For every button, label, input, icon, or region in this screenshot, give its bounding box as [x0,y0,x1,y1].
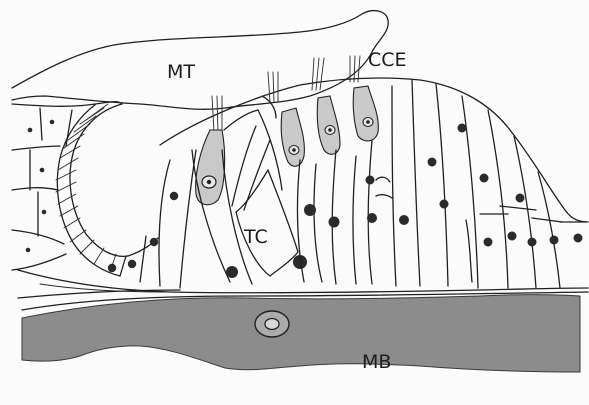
inner-sulcus-cells [12,102,122,270]
basilar-membrane [22,295,580,373]
inner-sulcus [56,104,158,276]
tunnel-of-corti [236,170,298,276]
membrane-cell-nucleus [265,319,279,330]
outer-hair-cells [268,56,378,166]
label-mb: MB [362,351,391,373]
tectorial-membrane [12,11,388,110]
label-tc: TC [243,226,268,248]
supporting-cells [297,80,586,288]
label-mt: MT [167,61,195,83]
border-cells [108,150,196,288]
label-cce: CCE [368,49,407,71]
